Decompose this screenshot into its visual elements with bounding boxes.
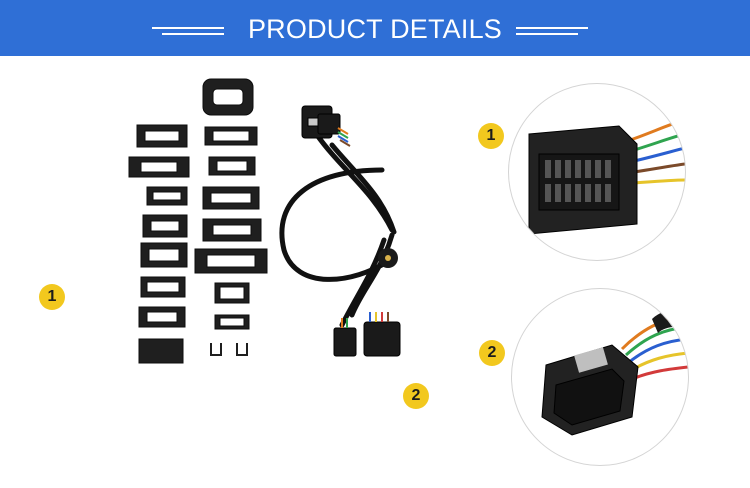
banner-deco-line — [516, 27, 588, 29]
banner-deco-line — [152, 27, 224, 29]
banner-deco-line — [162, 33, 224, 35]
callout-badge-2: 2 — [403, 383, 429, 409]
male-connector-closeup — [511, 288, 689, 466]
header-banner — [0, 0, 750, 56]
banner-deco-line — [516, 33, 578, 35]
harness-image — [272, 100, 422, 365]
callout-badge-1: 1 — [478, 123, 504, 149]
page-title: PRODUCT DETAILS — [247, 14, 503, 44]
female-connector-closeup — [508, 83, 686, 261]
callout-badge-1: 1 — [39, 284, 65, 310]
callout-badge-2: 2 — [479, 340, 505, 366]
clips-set-image — [125, 75, 275, 375]
